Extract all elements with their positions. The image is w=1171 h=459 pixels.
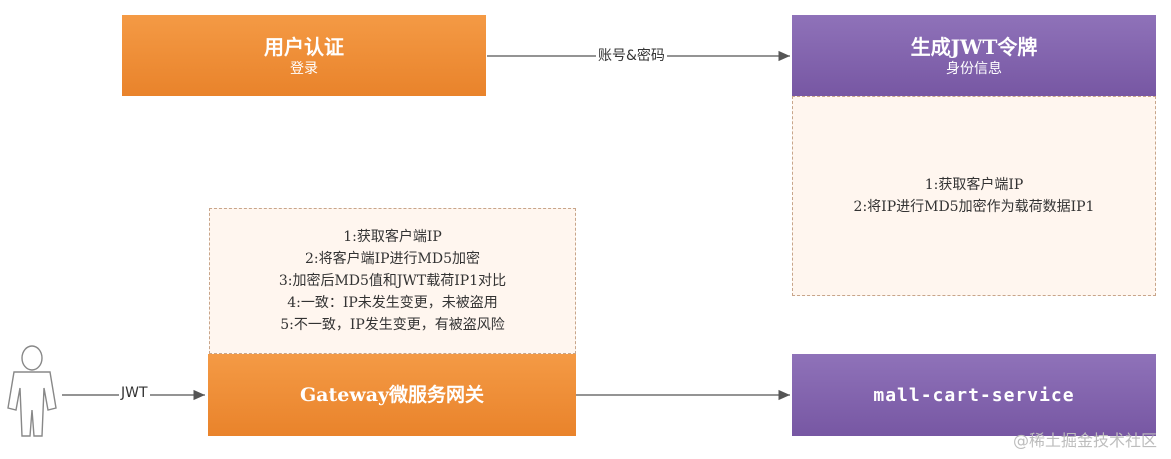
jwt-generate-title: 生成JWT令牌 xyxy=(910,34,1038,59)
service-box: mall-cart-service xyxy=(792,354,1156,436)
user-auth-title: 用户认证 xyxy=(264,34,344,59)
user-auth-subtitle: 登录 xyxy=(290,60,318,77)
watermark: @稀土掘金技术社区 xyxy=(1012,431,1157,450)
login-edge-label: 账号&密码 xyxy=(596,45,667,65)
gateway-note-line: 1:获取客户端IP xyxy=(343,229,442,245)
jwt-note-line: 2:将IP进行MD5加密作为载荷数据IP1 xyxy=(853,199,1095,215)
gateway-box: Gateway微服务网关 xyxy=(208,354,576,436)
gateway-note-line: 4:一致：IP未发生变更，未被盗用 xyxy=(287,295,498,311)
gateway-notes: 1:获取客户端IP 2:将客户端IP进行MD5加密 3:加密后MD5值和JWT载… xyxy=(209,208,576,354)
gateway-note-line: 2:将客户端IP进行MD5加密 xyxy=(304,251,481,267)
user-auth-box: 用户认证 登录 xyxy=(122,15,486,96)
gateway-note-line: 5:不一致，IP发生变更，有被盗风险 xyxy=(280,317,505,333)
jwt-edge-label: JWT xyxy=(119,385,150,401)
gateway-title: Gateway微服务网关 xyxy=(299,384,485,406)
jwt-generate-notes: 1:获取客户端IP 2:将IP进行MD5加密作为载荷数据IP1 xyxy=(792,96,1156,296)
service-title: mall-cart-service xyxy=(873,384,1075,406)
jwt-note-line: 1:获取客户端IP xyxy=(924,177,1024,193)
gateway-note-line: 3:加密后MD5值和JWT载荷IP1对比 xyxy=(278,273,507,289)
jwt-generate-box: 生成JWT令牌 身份信息 xyxy=(792,15,1156,96)
jwt-generate-subtitle: 身份信息 xyxy=(946,60,1002,77)
user-actor-icon xyxy=(7,345,57,437)
